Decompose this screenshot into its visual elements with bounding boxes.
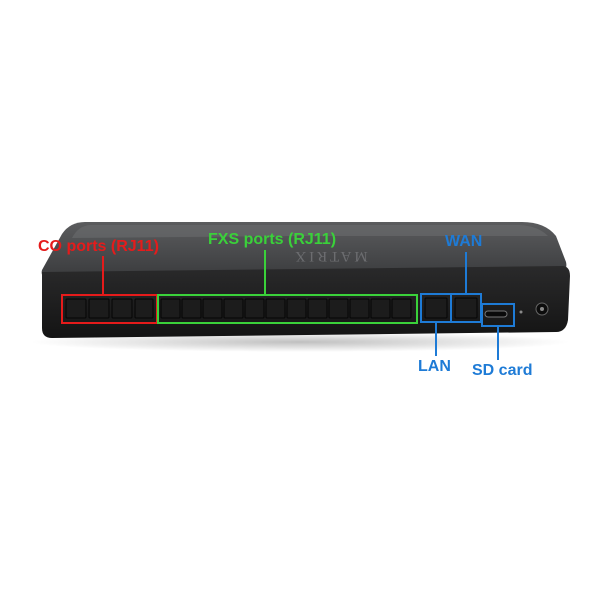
reset-pinhole: [519, 310, 523, 314]
fxs-ports-label: FXS ports (RJ11): [208, 231, 337, 248]
dc-power-jack-pin: [540, 307, 544, 311]
fxs-ports-highlight-box: [157, 294, 418, 324]
co-ports: [65, 298, 154, 319]
wan-port: [454, 297, 478, 319]
fxs-ports: [160, 298, 412, 319]
fxs-port: [328, 298, 349, 319]
fxs-port: [265, 298, 286, 319]
fxs-port: [223, 298, 244, 319]
fxs-port: [181, 298, 202, 319]
co-ports-label: CO ports (RJ11): [38, 238, 159, 255]
co-port: [65, 298, 87, 319]
brand-mark: MATRIX: [292, 248, 368, 264]
fxs-port: [202, 298, 223, 319]
sd-card-label: SD card: [472, 362, 533, 379]
lan-port: [424, 297, 448, 319]
fxs-port: [391, 298, 412, 319]
device-top-highlight: [72, 225, 548, 238]
co-port: [111, 298, 133, 319]
lan-label: LAN: [418, 358, 451, 375]
fxs-port: [349, 298, 370, 319]
wan-label: WAN: [445, 233, 483, 250]
co-port: [88, 298, 110, 319]
fxs-port: [244, 298, 265, 319]
fxs-port: [370, 298, 391, 319]
co-port: [134, 298, 154, 319]
fxs-port: [286, 298, 307, 319]
fxs-port: [307, 298, 328, 319]
fxs-port: [160, 298, 181, 319]
sd-card-slot: [484, 310, 508, 318]
